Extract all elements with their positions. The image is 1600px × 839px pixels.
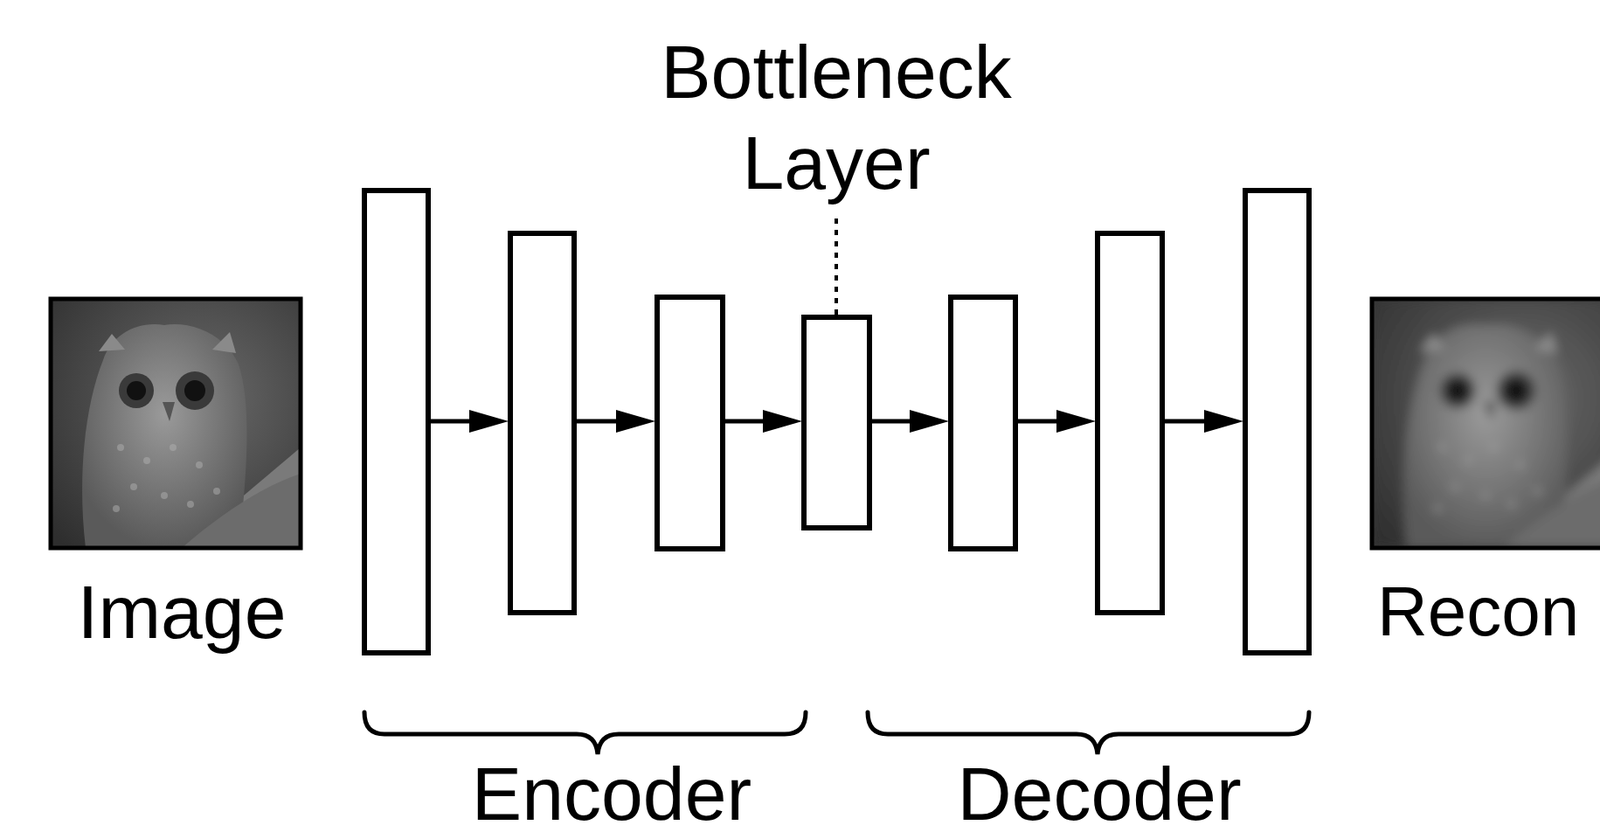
- brackets: [364, 712, 1310, 755]
- layer-boxes: [364, 190, 1310, 653]
- section-label: Decoder: [956, 750, 1241, 838]
- layer-arrows: [428, 409, 1244, 433]
- image-label: Recon: [1377, 571, 1580, 652]
- reconstructed-image: [1371, 298, 1600, 548]
- image-label: Image: [76, 568, 286, 656]
- layer-label: Bottleneck Layer: [626, 26, 1046, 208]
- leader-line: [834, 218, 839, 315]
- image-frame: [50, 298, 301, 548]
- input-image: [50, 298, 301, 548]
- section-label: Encoder: [471, 750, 752, 838]
- image-frame: [1371, 298, 1600, 548]
